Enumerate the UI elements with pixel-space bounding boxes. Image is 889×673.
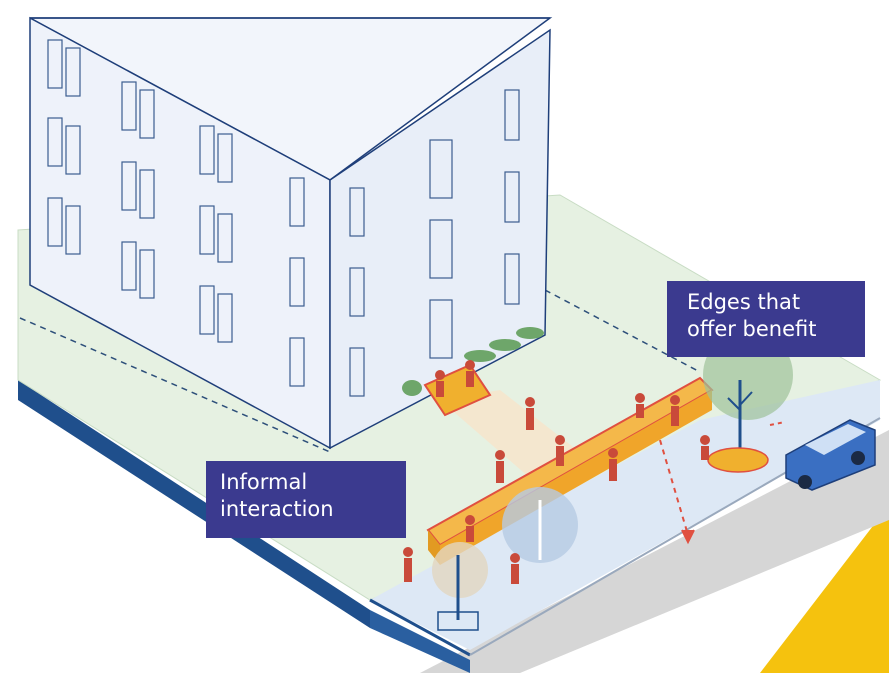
yellow-corner-shape [760, 505, 889, 673]
curb-side [370, 610, 470, 673]
tree-icon [432, 542, 488, 631]
car-icon [785, 419, 876, 491]
person-icon [403, 360, 710, 584]
curb-front [18, 380, 370, 628]
tree-icon [502, 487, 578, 563]
sidewalk [370, 380, 880, 650]
arrow-icon [659, 421, 786, 545]
planting-icon [402, 327, 544, 396]
property-line-left [19, 317, 331, 453]
curb-line [369, 598, 471, 657]
property-line-right [544, 289, 701, 373]
edges-benefit-label: Edges that offer benefit [667, 281, 865, 357]
informal-interaction-label: Informal interaction [206, 461, 406, 538]
entry-path [440, 390, 590, 478]
